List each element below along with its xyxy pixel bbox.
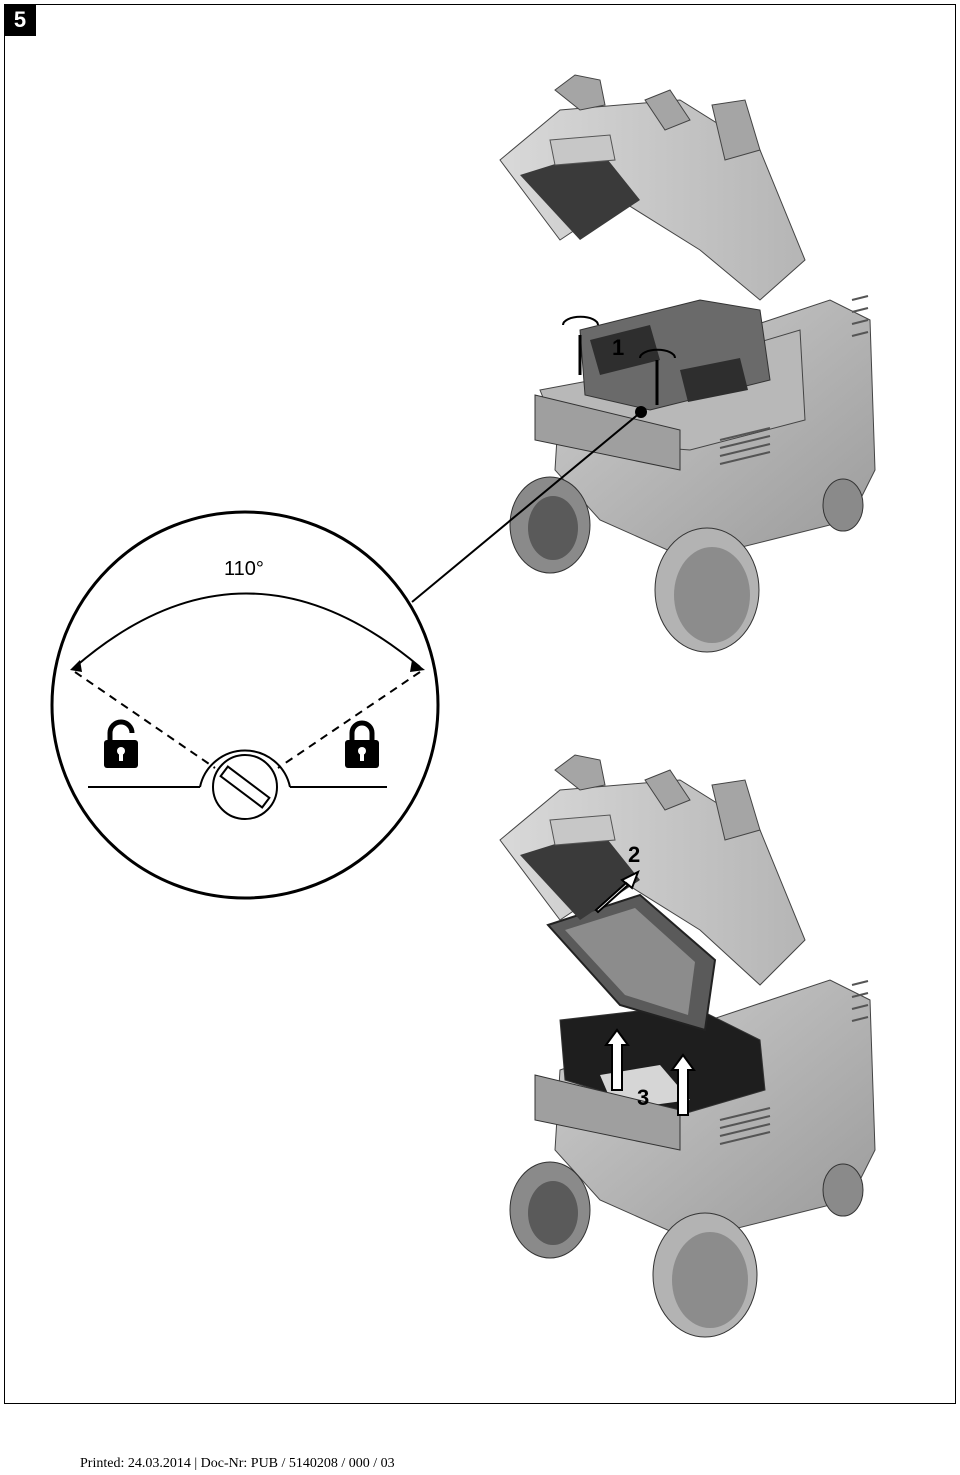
step-3-label: 3	[637, 1085, 649, 1110]
step-2-label: 2	[628, 842, 640, 867]
step-1-label: 1	[612, 335, 624, 360]
vacuum-top-illustration	[411, 74, 876, 653]
vacuum-bottom-illustration	[499, 754, 876, 1338]
lock-detail-callout	[50, 510, 440, 900]
unlock-icon	[104, 719, 138, 768]
page-frame	[4, 4, 956, 1404]
lock-icon	[345, 720, 379, 768]
figure-number: 5	[4, 4, 36, 36]
angle-label: 110°	[224, 558, 264, 580]
print-footer: Printed: 24.03.2014 | Doc-Nr: PUB / 5140…	[80, 1456, 395, 1471]
